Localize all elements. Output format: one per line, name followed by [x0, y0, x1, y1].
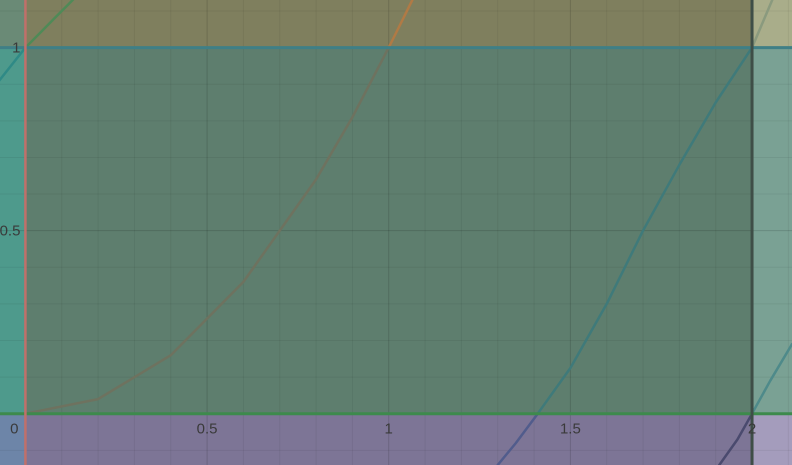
- curve-green-upper-left: [24, 0, 75, 49]
- curve-x-squared: [24, 46, 390, 415]
- curve-olive-top-right: [750, 0, 774, 49]
- curve-teal-far: [750, 342, 792, 415]
- region-unit-main: [25, 47, 753, 414]
- x-tick-label: 2: [748, 421, 756, 438]
- region-right-top: [752, 0, 792, 48]
- region-bottom: [25, 413, 753, 465]
- curve-blue-bottom: [496, 412, 539, 465]
- region-right-band: [752, 47, 792, 414]
- x-tick-label: 1.5: [560, 421, 581, 438]
- curve-orange: [387, 0, 414, 49]
- x-tick-label: 0: [10, 421, 18, 438]
- y-tick-label: 0.5: [0, 223, 20, 240]
- region-bottom-left: [0, 413, 26, 465]
- y-tick-label: 1: [12, 40, 20, 57]
- curve-teal-left: [0, 46, 27, 82]
- x-tick-label: 0.5: [197, 421, 218, 438]
- region-unit-top: [25, 0, 753, 48]
- tick-labels: 0 0.5 1 1.5 2 0.5 1: [0, 40, 756, 438]
- region-bottom-right: [752, 413, 792, 465]
- x-tick-label: 1: [385, 421, 393, 438]
- curve-purple-bottom: [718, 412, 754, 465]
- region-left-band: [0, 47, 26, 414]
- region-left-top: [0, 0, 26, 48]
- curve-teal-right: [536, 46, 754, 415]
